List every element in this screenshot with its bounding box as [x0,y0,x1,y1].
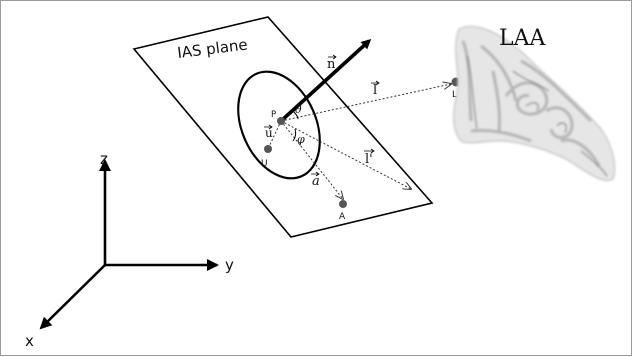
phi-arc [292,128,297,142]
ias-plane [132,16,434,238]
y-axis-label: y [225,256,234,274]
laa-label: LAA [499,26,546,51]
x-axis [39,264,106,330]
x-axis-label: x [25,332,34,350]
point-p [277,117,285,125]
normal-vector-n [279,38,372,123]
label-a: A [339,212,346,222]
point-u [264,145,272,153]
vector-a [280,120,343,199]
point-a [339,200,347,208]
label-theta: θ [295,103,302,116]
label-vector-u: u [264,124,273,140]
svg-text:l': l' [365,152,373,167]
svg-text:a: a [312,174,320,189]
svg-text:n: n [327,57,336,72]
theta-arc [292,110,299,120]
svg-text:u: u [265,126,273,140]
vector-l-prime [280,120,411,189]
vector-u [267,120,282,150]
label-phi: φ [297,133,305,146]
svg-text:l: l [373,83,377,98]
label-vector-a: a [311,171,320,189]
label-vector-l: l [371,80,380,98]
z-axis-label: z [100,150,108,168]
label-p: P [271,110,276,120]
label-vector-n: n [327,54,337,72]
label-vector-l-prime: l' [364,148,375,167]
coordinate-axes [39,159,219,330]
label-u: U [261,159,268,169]
plane-label: IAS plane [176,36,248,62]
vector-l [280,84,451,122]
laa-anatomy-image [453,25,616,182]
plane-ellipse [237,70,321,180]
label-l: L [452,90,457,100]
